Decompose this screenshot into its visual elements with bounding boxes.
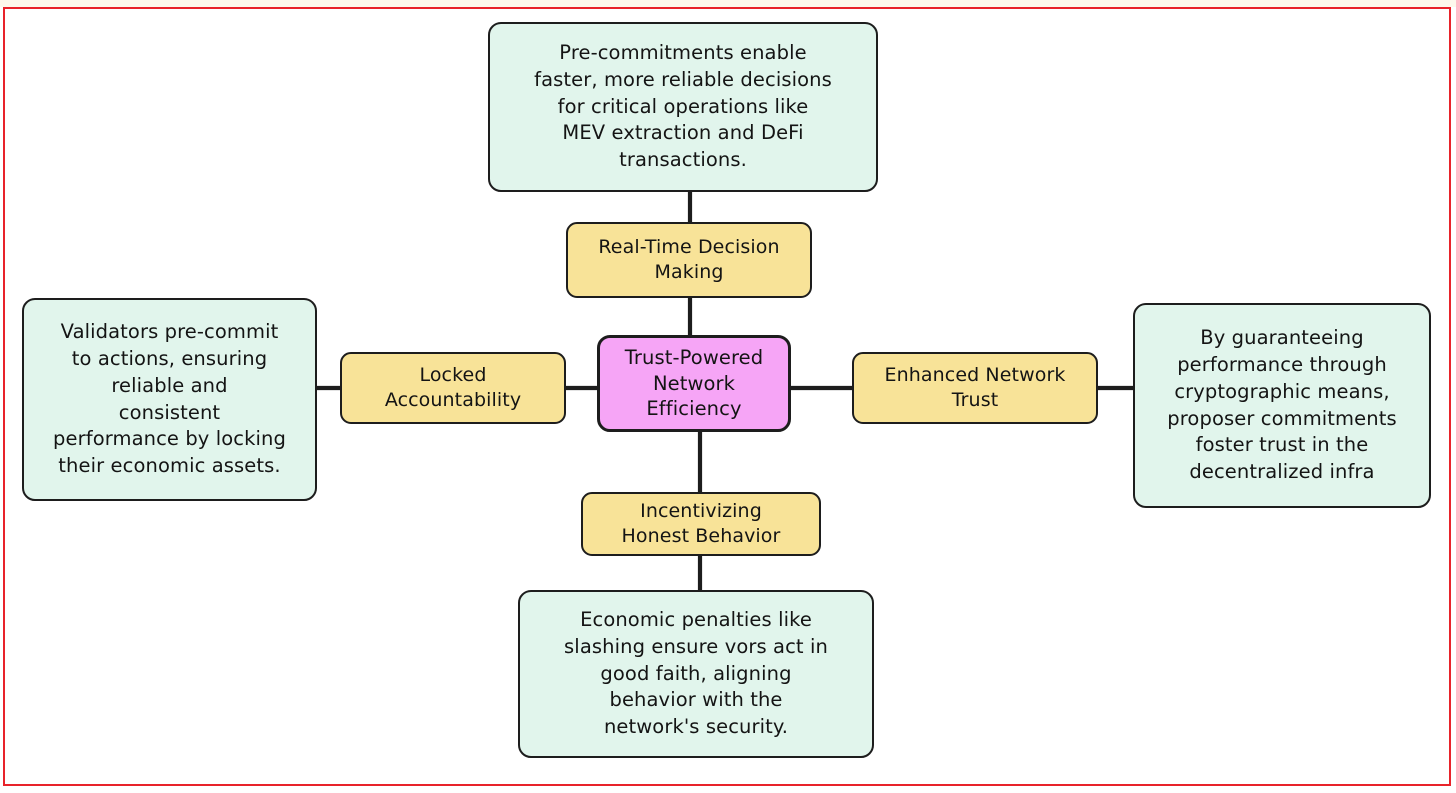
detail-locked-accountability[interactable]: Validators pre-commit to actions, ensuri… [22, 298, 317, 501]
branch-label: Enhanced Network Trust [884, 364, 1066, 411]
center-node-label: Trust-Powered Network Efficiency [624, 346, 764, 421]
branch-label: Incentivizing Honest Behavior [621, 500, 781, 547]
detail-enhanced-network-trust[interactable]: By guaranteeing performance through cryp… [1133, 303, 1431, 508]
branch-enhanced-network-trust[interactable]: Enhanced Network Trust [852, 352, 1098, 424]
detail-text: Economic penalties like slashing ensure … [564, 608, 828, 739]
center-node-trust-powered-network-efficiency[interactable]: Trust-Powered Network Efficiency [597, 335, 791, 432]
top-strip [0, 0, 1456, 7]
branch-locked-accountability[interactable]: Locked Accountability [340, 352, 566, 424]
branch-label: Locked Accountability [384, 364, 522, 411]
branch-real-time-decision-making[interactable]: Real-Time Decision Making [566, 222, 812, 298]
branch-incentivizing-honest-behavior[interactable]: Incentivizing Honest Behavior [581, 492, 821, 556]
detail-real-time-decision-making[interactable]: Pre-commitments enable faster, more reli… [488, 22, 878, 192]
detail-text: Pre-commitments enable faster, more reli… [534, 41, 832, 172]
detail-text: By guaranteeing performance through cryp… [1167, 326, 1397, 483]
detail-incentivizing-honest-behavior[interactable]: Economic penalties like slashing ensure … [518, 590, 874, 758]
branch-label: Real-Time Decision Making [598, 236, 780, 283]
detail-text: Validators pre-commit to actions, ensuri… [53, 320, 286, 477]
